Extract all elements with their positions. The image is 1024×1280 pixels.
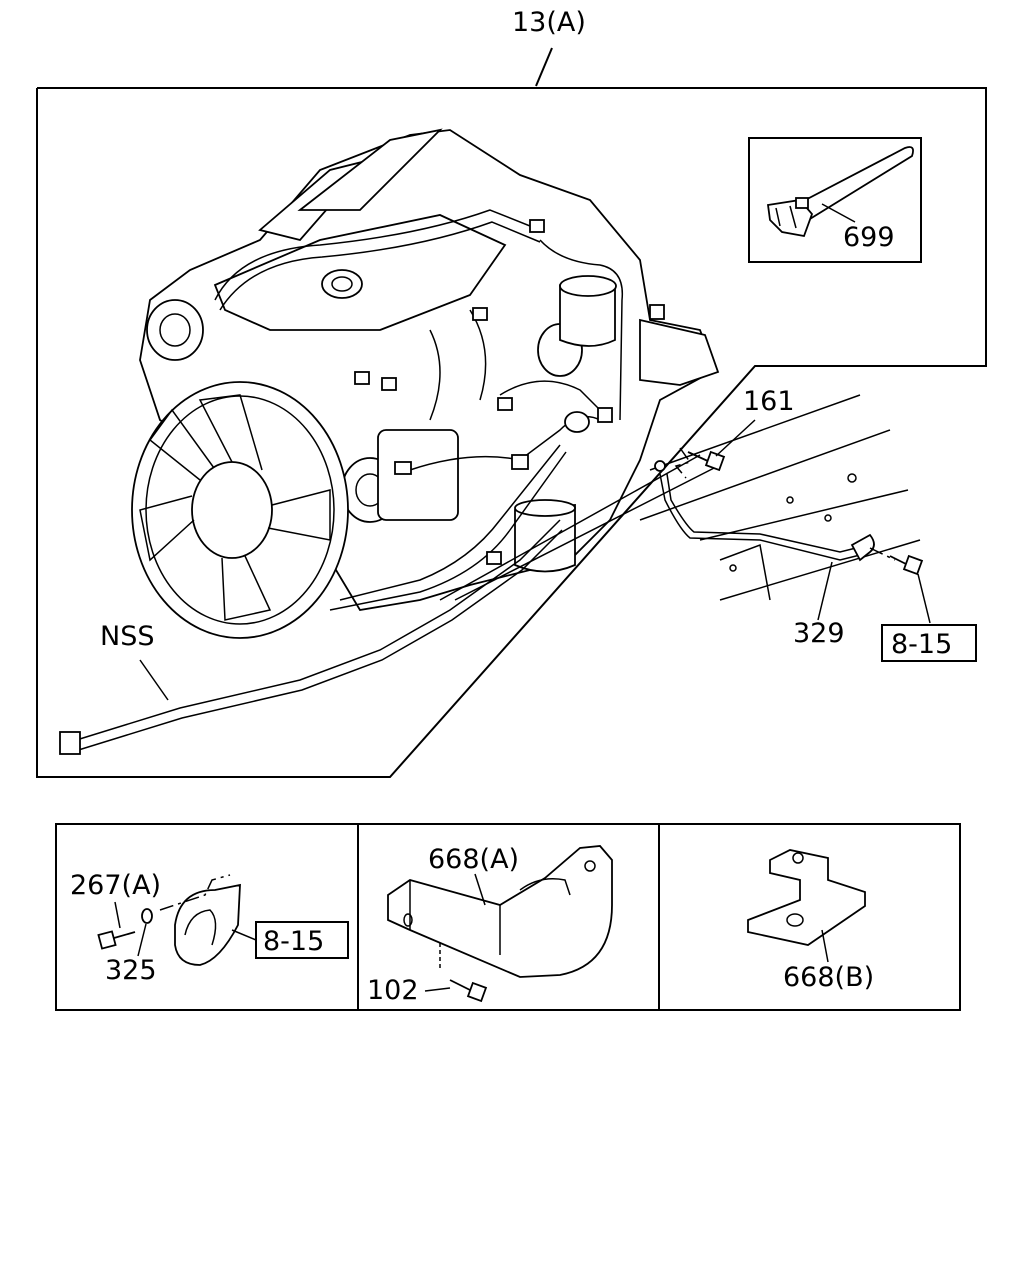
- ref-box-clamp: [255, 921, 349, 959]
- ground-cable-329: [654, 460, 875, 562]
- leader-nss: [139, 659, 169, 701]
- leader-161: [715, 419, 756, 457]
- bolt-161: [674, 447, 726, 479]
- clip-699-drawing: [766, 146, 914, 238]
- washer-325: [141, 908, 153, 924]
- leader-267a: [114, 901, 121, 929]
- label-161: 161: [743, 386, 795, 417]
- leader-102: [424, 987, 451, 992]
- label-nss: NSS: [100, 621, 154, 652]
- frame-rail-drawing: [639, 394, 921, 601]
- leader-668a: [474, 873, 486, 906]
- label-668b: 668(B): [783, 962, 874, 993]
- label-ref-clamp: 8-15: [263, 926, 324, 957]
- panel-bracket-b: [747, 849, 866, 946]
- inset-box-699: [748, 137, 922, 263]
- label-102: 102: [367, 975, 419, 1006]
- bolt-102: [449, 979, 471, 991]
- ref-box-right: [881, 624, 977, 662]
- label-13a: 13(A): [512, 7, 586, 38]
- panel-bracket-a: [387, 845, 613, 1003]
- label-668a: 668(A): [428, 844, 519, 875]
- label-699: 699: [843, 222, 895, 253]
- label-325: 325: [105, 955, 157, 986]
- leader-329: [817, 561, 833, 621]
- label-ref-right: 8-15: [891, 629, 952, 660]
- nss-harness: [59, 519, 563, 755]
- label-267a: 267(A): [70, 870, 161, 901]
- leader-699: [821, 203, 856, 223]
- leader-ref-clamp: [231, 929, 257, 941]
- leader-325: [137, 923, 147, 957]
- leader-13a: [535, 47, 553, 87]
- panel-clamp: [97, 874, 241, 966]
- clamp-part: [174, 883, 241, 966]
- leader-ref-right: [917, 573, 931, 624]
- bolt-right: [869, 547, 924, 576]
- bottom-panels-frame: [55, 823, 961, 1011]
- main-frame: [36, 87, 987, 778]
- engine-drawing: [131, 128, 721, 639]
- label-329: 329: [793, 618, 845, 649]
- leader-668b: [821, 929, 829, 963]
- bolt-267a: [97, 930, 117, 950]
